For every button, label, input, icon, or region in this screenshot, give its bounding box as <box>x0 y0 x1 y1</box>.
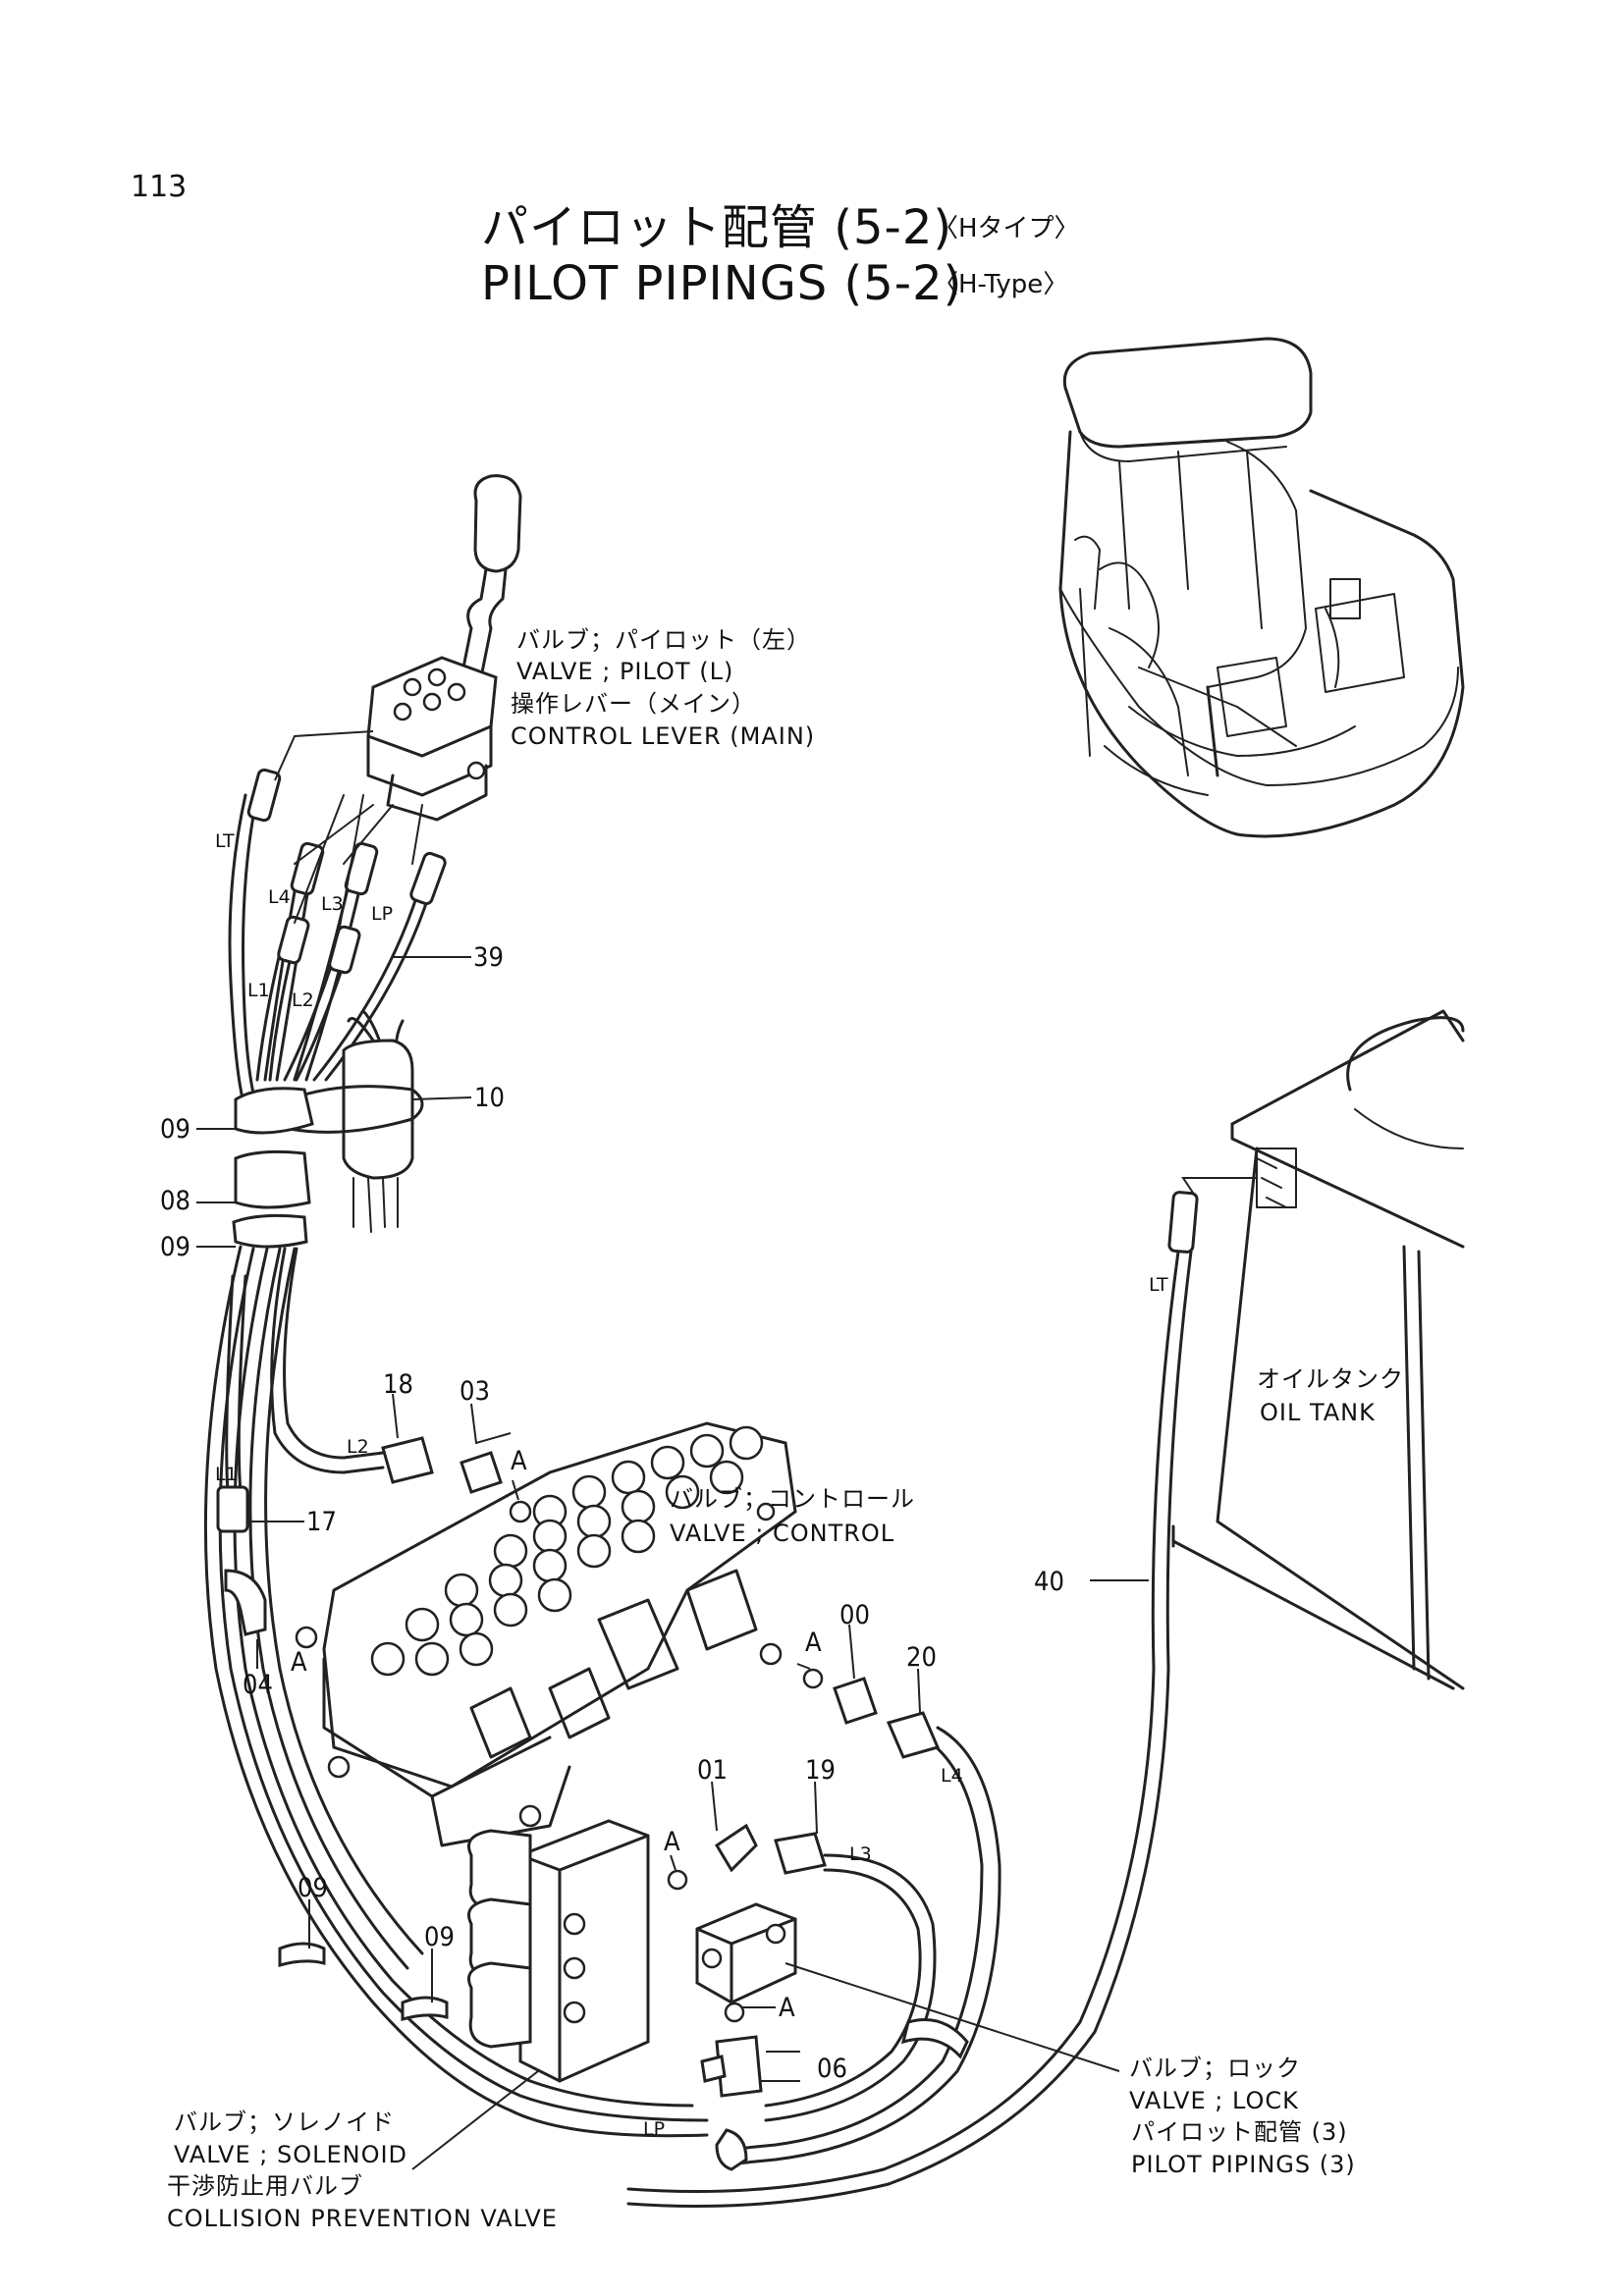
oil-tank-label-jp: オイルタンク <box>1257 1365 1404 1393</box>
part-number-20: 20 <box>906 1642 937 1673</box>
pilot-pipings3-label-en: PILOT PIPINGS (3) <box>1131 2151 1356 2178</box>
fitting-03 <box>460 1403 512 1494</box>
part-number-09-lower-right: 09 <box>424 1922 455 1952</box>
hose-label-lp-2: LP <box>643 2118 666 2140</box>
part-number-09-bottom: 09 <box>160 1232 190 1262</box>
control-lever-label-jp: 操作レバー（メイン） <box>511 690 756 718</box>
pilot-hose-bundle <box>228 730 471 1111</box>
hose-label-l2-1: L2 <box>292 989 314 1011</box>
cab-inset-illustration <box>1058 337 1465 838</box>
part-number-04: 04 <box>243 1670 273 1700</box>
pilot-valve-label-en: VALVE ; PILOT (L) <box>516 658 734 685</box>
lower-clamps <box>278 1899 449 2021</box>
lock-valve-illustration <box>695 1902 1120 2072</box>
fitting-17 <box>216 1485 304 1533</box>
part-number-09-lower-left: 09 <box>298 1873 328 1903</box>
part-number-39: 39 <box>473 942 504 973</box>
section-mark-a-3: A <box>805 1628 822 1658</box>
pilot-pipings3-label-jp: パイロット配管 (3) <box>1131 2118 1348 2146</box>
section-mark-a-1: A <box>511 1446 527 1476</box>
fitting-18 <box>381 1393 434 1484</box>
page-number: 113 <box>131 170 188 204</box>
hose-label-l3-2: L3 <box>849 1843 872 1865</box>
oil-tank-label-en: OIL TANK <box>1260 1399 1376 1426</box>
o-ring-a1 <box>509 1500 532 1523</box>
part-number-01: 01 <box>697 1755 728 1786</box>
control-valve-label-en: VALVE ; CONTROL <box>670 1520 895 1547</box>
section-mark-a-2: A <box>291 1647 307 1678</box>
control-lever-illustration <box>366 474 522 822</box>
o-ring-a4 <box>667 1869 688 1891</box>
hose-label-lt-1: LT <box>215 830 235 852</box>
fitting-00 <box>833 1624 878 1725</box>
pilot-valve-label-jp: バルブ；パイロット（左） <box>516 626 811 654</box>
control-valve-illustration <box>322 1421 797 1847</box>
part-number-06: 06 <box>817 2054 847 2084</box>
fitting-20 <box>886 1668 941 1759</box>
solenoid-valve-label-en: VALVE ; SOLENOID <box>174 2141 408 2168</box>
fitting-06 <box>700 2002 800 2171</box>
part-number-10: 10 <box>474 1083 505 1113</box>
section-mark-a-4: A <box>664 1827 680 1857</box>
right-hose-loop <box>725 1726 1001 2166</box>
lt-hose-oil-tank <box>626 1191 1199 2208</box>
leader-a3 <box>796 1663 811 1670</box>
clamp-assembly <box>196 1009 472 1249</box>
part-number-09-top: 09 <box>160 1114 190 1145</box>
title-en-sub: 〈H-Type〉 <box>933 270 1069 299</box>
hose-label-l3-1: L3 <box>321 893 344 915</box>
hose-label-l1-1: L1 <box>247 980 270 1001</box>
oil-tank-illustration <box>1171 1009 1465 1690</box>
part-number-18: 18 <box>383 1369 413 1400</box>
solenoid-valve-illustration <box>411 1819 650 2170</box>
part-number-40: 40 <box>1034 1567 1064 1597</box>
section-mark-a-5: A <box>779 1993 795 2023</box>
title-jp: パイロット配管 (5-2) <box>481 200 953 255</box>
title-jp-sub: 〈Hタイプ〉 <box>933 214 1080 243</box>
part-number-00: 00 <box>839 1600 870 1630</box>
title-en: PILOT PIPINGS (5-2) <box>481 256 963 311</box>
part-number-19: 19 <box>805 1755 836 1786</box>
solenoid-valve-label-jp: バルブ；ソレノイド <box>174 2109 395 2136</box>
hose-label-lt-2: LT <box>1149 1274 1168 1296</box>
part-number-08: 08 <box>160 1186 190 1216</box>
control-valve-label-jp: バルブ；コントロール <box>670 1485 915 1513</box>
hose-label-l1-2: L1 <box>215 1464 238 1485</box>
hose-label-l2-2: L2 <box>347 1436 369 1458</box>
collision-valve-label-en: COLLISION PREVENTION VALVE <box>167 2205 558 2232</box>
fitting-19 <box>774 1781 827 1875</box>
lock-valve-label-en: VALVE ; LOCK <box>1129 2087 1299 2114</box>
fitting-04 <box>224 1569 267 1669</box>
collision-valve-label-jp: 干渉防止用バルブ <box>167 2172 363 2200</box>
leader-a4 <box>670 1854 676 1871</box>
lock-valve-label-jp: バルブ；ロック <box>1129 2055 1301 2082</box>
hose-label-l4-1: L4 <box>268 886 291 908</box>
o-ring-a2 <box>295 1626 318 1649</box>
part-number-03: 03 <box>460 1376 490 1407</box>
control-lever-label-en: CONTROL LEVER (MAIN) <box>511 722 816 750</box>
part-number-17: 17 <box>306 1507 337 1537</box>
hose-label-lp-1: LP <box>371 903 394 925</box>
hose-label-l4-2: L4 <box>941 1765 963 1787</box>
leader-a1 <box>512 1479 519 1501</box>
fitting-01 <box>711 1781 758 1873</box>
o-ring-a3 <box>802 1668 824 1689</box>
